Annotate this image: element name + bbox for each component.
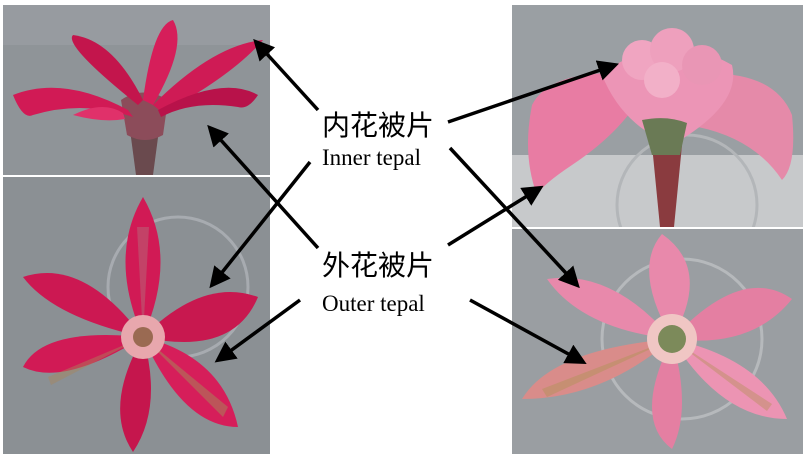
inner-arrow-top-right (448, 65, 615, 122)
outer-tepal-label-en: Outer tepal (322, 291, 425, 317)
inner-tepal-label-en: Inner tepal (322, 145, 421, 171)
outer-arrow-bottom-left (218, 300, 300, 360)
inner-arrow-top-left (256, 42, 318, 110)
inner-arrow-bottom-right (450, 148, 577, 285)
outer-arrow-bottom-right (470, 300, 583, 362)
outer-arrow-top-left (210, 128, 318, 248)
inner-tepal-label-jp: 内花被片 (322, 104, 434, 144)
outer-tepal-label-jp: 外花被片 (322, 244, 434, 284)
